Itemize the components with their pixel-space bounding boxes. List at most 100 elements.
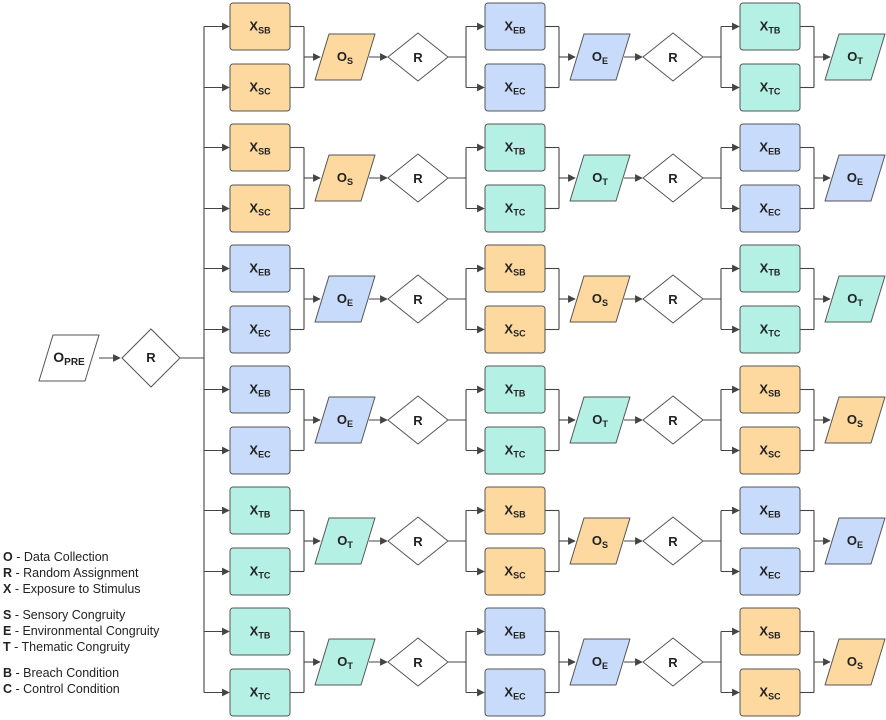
x-sb-box-row5-stage2 xyxy=(484,486,546,535)
x-tc-label-row4-stage2-sub: TC xyxy=(513,450,525,460)
x-eb-label-row4-stage1: XEB xyxy=(249,382,271,399)
x-sb-label-row6-stage3: XSB xyxy=(759,624,781,641)
x-sc-label-row1-stage1: XSC xyxy=(249,80,271,97)
random-assignment-node-row3-stage2 xyxy=(642,274,704,324)
observation-e-label-row1-stage2: OE xyxy=(592,49,608,66)
x-sc-label-row2-stage1-main: X xyxy=(249,201,258,216)
observation-t-node-row4-stage2 xyxy=(569,396,631,444)
legend-item-s: S - Sensory Congruity xyxy=(3,607,159,623)
x-tc-label-row4-stage2-main: X xyxy=(505,443,514,458)
x-eb-box-row5-stage3 xyxy=(739,486,801,535)
x-ec-label-row5-stage3-main: X xyxy=(759,564,768,579)
observation-s-label-row5-stage2-main: O xyxy=(592,533,602,548)
x-tc-label-row3-stage3-sub: TC xyxy=(768,329,780,339)
x-tc-label-row4-stage2: XTC xyxy=(505,443,526,460)
observation-s-node-row6-stage3 xyxy=(824,638,886,686)
x-tc-box-row3-stage3 xyxy=(739,305,801,354)
x-tb-box-row3-stage3 xyxy=(739,244,801,293)
observation-s-node-row4-stage3 xyxy=(824,396,886,444)
x-sb-label-row2-stage1-sub: SB xyxy=(258,147,271,157)
x-sb-label-row4-stage3-main: X xyxy=(759,382,768,397)
x-ec-label-row2-stage3: XEC xyxy=(759,201,781,218)
legend-item-c: C - Control Condition xyxy=(3,681,120,697)
observation-t-label-row4-stage2-sub: T xyxy=(602,419,608,429)
random-assignment-label-row1-stage2: R xyxy=(668,50,678,65)
x-sc-box-row3-stage2 xyxy=(484,305,546,354)
x-eb-label-row1-stage2-sub: EB xyxy=(513,26,526,36)
random-assignment-label-row6-stage2: R xyxy=(668,655,678,670)
observation-e-label-row4-stage1-sub: E xyxy=(347,419,353,429)
observation-s-node-row3-stage2 xyxy=(569,275,631,323)
x-sb-label-row6-stage3-main: X xyxy=(759,624,768,639)
random-assignment-node-row2-stage1 xyxy=(387,153,449,203)
observation-e-label-row3-stage1-sub: E xyxy=(347,298,353,308)
observation-e-label-row6-stage2: OE xyxy=(592,654,608,671)
x-tb-label-row6-stage1-main: X xyxy=(250,624,259,639)
x-sb-label-row1-stage1-main: X xyxy=(249,19,258,34)
random-assignment-start-label-main: R xyxy=(146,350,156,365)
legend-key: O xyxy=(3,550,13,564)
observation-s-label-row5-stage2-sub: S xyxy=(602,540,608,550)
observation-t-node-row1-stage3 xyxy=(824,33,886,81)
connector-lines xyxy=(99,22,831,697)
observation-e-label-row6-stage2-main: O xyxy=(592,654,602,669)
observation-e-label-row3-stage1: OE xyxy=(337,291,353,308)
observation-t-label-row4-stage2-main: O xyxy=(592,412,602,427)
x-eb-label-row3-stage1-main: X xyxy=(249,261,258,276)
x-tb-label-row3-stage3-sub: TB xyxy=(768,268,780,278)
x-sc-label-row3-stage2: XSC xyxy=(504,322,526,339)
x-tc-box-row2-stage2 xyxy=(484,184,546,233)
x-sb-box-row3-stage2 xyxy=(484,244,546,293)
observation-pre-label-sub: PRE xyxy=(64,357,85,368)
observation-s-label-row4-stage3-sub: S xyxy=(857,419,863,429)
observation-t-label-row2-stage2-sub: T xyxy=(602,177,608,187)
x-sc-box-row5-stage2 xyxy=(484,547,546,596)
observation-e-node-row5-stage3 xyxy=(824,517,886,565)
x-ec-label-row4-stage1-main: X xyxy=(249,443,258,458)
x-sc-label-row1-stage1-main: X xyxy=(249,80,258,95)
x-sb-label-row5-stage2-sub: SB xyxy=(513,510,526,520)
observation-t-label-row3-stage3-sub: T xyxy=(857,298,863,308)
x-ec-label-row1-stage2: XEC xyxy=(504,80,526,97)
observation-e-label-row1-stage2-sub: E xyxy=(602,56,608,66)
observation-t-node-row6-stage1 xyxy=(314,638,376,686)
observation-t-node-row2-stage2 xyxy=(569,154,631,202)
x-sc-label-row6-stage3: XSC xyxy=(759,685,781,702)
x-ec-label-row3-stage1-sub: EC xyxy=(258,329,271,339)
observation-t-label-row5-stage1-sub: T xyxy=(347,540,353,550)
observation-e-node-row2-stage3 xyxy=(824,154,886,202)
legend-description: - Random Assignment xyxy=(12,566,139,580)
x-sc-label-row5-stage2-sub: SC xyxy=(513,571,526,581)
x-tb-label-row2-stage2-sub: TB xyxy=(513,147,525,157)
observation-t-label-row2-stage2: OT xyxy=(592,170,608,187)
x-tc-label-row5-stage1-main: X xyxy=(250,564,259,579)
x-sb-label-row2-stage1-main: X xyxy=(249,140,258,155)
x-tb-box-row1-stage3 xyxy=(739,2,801,51)
x-eb-label-row5-stage3-main: X xyxy=(759,503,768,518)
x-tc-label-row6-stage1-sub: TC xyxy=(258,692,270,702)
random-assignment-node-row2-stage2 xyxy=(642,153,704,203)
x-ec-label-row4-stage1: XEC xyxy=(249,443,271,460)
observation-e-label-row5-stage3: OE xyxy=(847,533,863,550)
x-eb-box-row2-stage3 xyxy=(739,123,801,172)
x-ec-label-row4-stage1-sub: EC xyxy=(258,450,271,460)
legend-key: C xyxy=(3,682,13,696)
x-tc-label-row1-stage3-main: X xyxy=(760,80,769,95)
observation-t-label-row3-stage3: OT xyxy=(847,291,863,308)
random-assignment-label-row4-stage1: R xyxy=(413,413,423,428)
x-sb-box-row4-stage3 xyxy=(739,365,801,414)
x-tb-box-row4-stage2 xyxy=(484,365,546,414)
x-sb-box-row2-stage1 xyxy=(229,123,291,172)
observation-e-label-row2-stage3: OE xyxy=(847,170,863,187)
x-tb-label-row2-stage2: XTB xyxy=(505,140,526,157)
x-sc-box-row1-stage1 xyxy=(229,63,291,112)
x-sb-label-row6-stage3-sub: SB xyxy=(768,631,781,641)
x-tb-label-row4-stage2: XTB xyxy=(505,382,526,399)
observation-e-label-row2-stage3-main: O xyxy=(847,170,857,185)
x-ec-label-row5-stage3-sub: EC xyxy=(768,571,781,581)
observation-e-label-row4-stage1-main: O xyxy=(337,412,347,427)
legend-item-x: X - Exposure to Stimulus xyxy=(3,581,141,597)
